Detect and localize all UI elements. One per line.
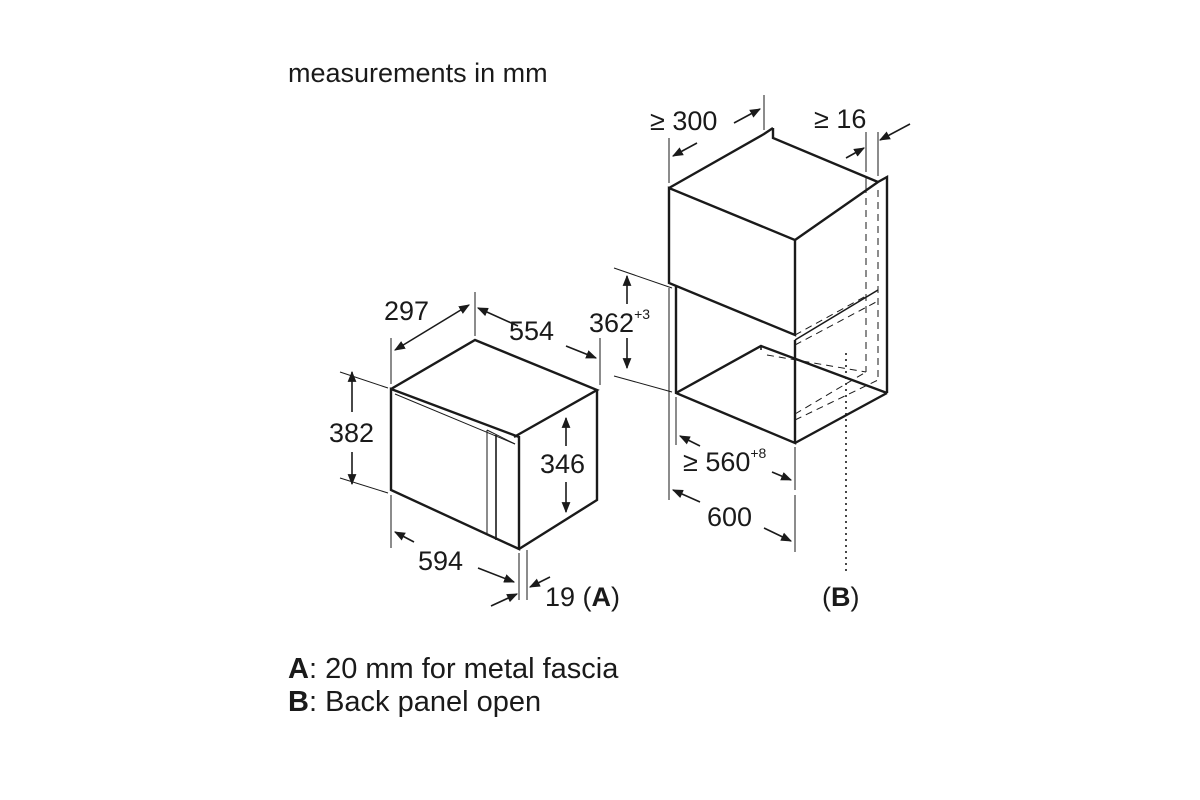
cabinet-dimensions [613, 95, 911, 552]
fascia-ref: A [591, 582, 612, 612]
cabinet-drawing [667, 127, 889, 575]
legend-item-a: A: 20 mm for metal fascia [288, 655, 618, 684]
back-panel-ref: (B) [822, 582, 860, 612]
legend-text-b: : Back panel open [308, 686, 542, 718]
cabinet-width-label: 600 [707, 502, 753, 532]
cabinet-min-gap-label: ≥ 16 [814, 104, 867, 134]
appliance-width-label: 594 [418, 546, 464, 576]
appliance-depth-label: 297 [384, 296, 430, 326]
cabinet-min-depth-label: ≥ 300 [650, 106, 718, 136]
fascia-label: 19 (A) [545, 582, 621, 612]
appliance-width-top-label: 554 [509, 316, 555, 346]
niche-height-value: 362 [589, 308, 635, 338]
niche-width-value: ≥ 560 [683, 447, 751, 477]
fascia-value: 19 [545, 582, 576, 612]
legend-key-b: B [288, 686, 309, 718]
appliance-dimensions [339, 292, 601, 607]
legend-key-a: A [288, 653, 309, 685]
appliance-height-label: 382 [329, 418, 375, 448]
niche-width-label: ≥ 560+8 [683, 446, 766, 477]
niche-height-label: 362+3 [589, 307, 650, 338]
legend-item-b: B: Back panel open [288, 688, 541, 717]
appliance-drawing [389, 338, 600, 551]
niche-height-tolerance: +3 [634, 306, 651, 322]
measurements-note: measurements in mm [288, 58, 548, 88]
legend-text-a: : 20 mm for metal fascia [308, 653, 619, 685]
niche-width-tolerance: +8 [750, 445, 767, 461]
appliance-inner-height-label: 346 [540, 449, 586, 479]
back-panel-ref-key: B [831, 582, 851, 612]
